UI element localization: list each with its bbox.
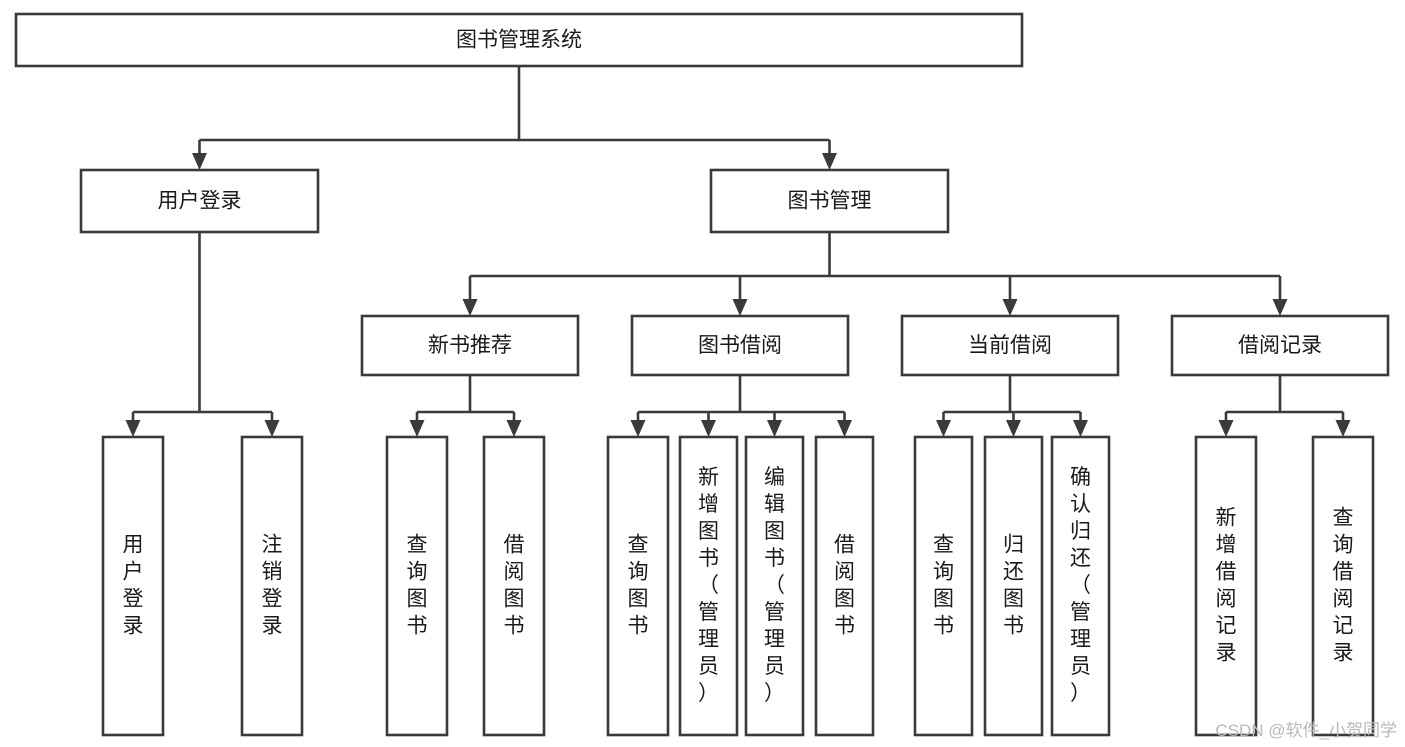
edge-group-book-manage — [462, 232, 1288, 316]
node-label-leaf-borrow-book-2: 借阅图书 — [834, 533, 855, 637]
node-box-leaf-add-record[interactable] — [1194, 435, 1258, 737]
node-current-borrow[interactable]: 当前借阅 — [900, 314, 1120, 377]
node-leaf-borrow-book-2[interactable]: 借阅图书 — [814, 435, 875, 737]
node-leaf-edit-book[interactable]: 编辑图书（管理员） — [744, 435, 805, 737]
node-box-new-book-rec[interactable] — [360, 314, 580, 377]
node-box-leaf-borrow-book-1[interactable] — [482, 435, 546, 737]
node-box-leaf-user-login[interactable] — [101, 435, 165, 737]
node-box-current-borrow[interactable] — [900, 314, 1120, 377]
node-label-user-login: 用户登录 — [158, 190, 242, 213]
node-leaf-query-book-1[interactable]: 查询图书 — [385, 435, 449, 737]
node-label-leaf-query-book-3: 查询图书 — [933, 533, 954, 637]
node-label-leaf-return-book: 归还图书 — [1003, 533, 1024, 637]
node-leaf-user-login[interactable]: 用户登录 — [101, 435, 165, 737]
node-label-leaf-add-record: 新增借阅记录 — [1216, 506, 1237, 664]
node-leaf-query-book-3[interactable]: 查询图书 — [913, 435, 974, 737]
node-leaf-confirm-return[interactable]: 确认归还（管理员） — [1050, 435, 1111, 737]
edge-group-book-borrow — [630, 375, 852, 437]
node-box-leaf-confirm-return[interactable] — [1050, 435, 1111, 737]
node-leaf-add-book[interactable]: 新增图书（管理员） — [678, 435, 739, 737]
node-user-login[interactable]: 用户登录 — [79, 168, 320, 234]
node-root[interactable]: 图书管理系统 — [14, 12, 1024, 68]
node-box-leaf-return-book[interactable] — [983, 435, 1044, 737]
node-box-user-login[interactable] — [79, 168, 320, 234]
node-label-leaf-edit-book: 编辑图书（管理员） — [764, 466, 785, 705]
node-borrow-record[interactable]: 借阅记录 — [1170, 314, 1390, 377]
edge-group-borrow-record — [1218, 375, 1351, 437]
edge-group-new-book-rec — [409, 375, 522, 437]
node-label-book-borrow: 图书借阅 — [698, 334, 782, 357]
edge-group-current-borrow — [936, 375, 1088, 437]
node-label-leaf-borrow-book-1: 借阅图书 — [504, 533, 525, 637]
node-label-leaf-confirm-return: 确认归还（管理员） — [1070, 466, 1091, 705]
node-label-leaf-user-login: 用户登录 — [123, 533, 144, 637]
node-box-leaf-query-book-3[interactable] — [913, 435, 974, 737]
node-box-book-borrow[interactable] — [630, 314, 850, 377]
edge-layer — [125, 66, 1351, 437]
node-box-leaf-query-book-1[interactable] — [385, 435, 449, 737]
node-label-leaf-query-record: 查询借阅记录 — [1333, 506, 1354, 664]
node-box-leaf-query-book-2[interactable] — [606, 435, 670, 737]
edge-group-user-login — [125, 232, 280, 437]
node-label-leaf-add-book: 新增图书（管理员） — [698, 466, 719, 705]
node-book-borrow[interactable]: 图书借阅 — [630, 314, 850, 377]
node-leaf-borrow-book-1[interactable]: 借阅图书 — [482, 435, 546, 737]
edge-group-root — [192, 66, 837, 170]
node-leaf-user-logout[interactable]: 注销登录 — [240, 435, 304, 737]
node-label-book-manage: 图书管理 — [788, 190, 872, 213]
node-leaf-return-book[interactable]: 归还图书 — [983, 435, 1044, 737]
node-leaf-query-book-2[interactable]: 查询图书 — [606, 435, 670, 737]
node-label-current-borrow: 当前借阅 — [968, 334, 1052, 357]
node-box-borrow-record[interactable] — [1170, 314, 1390, 377]
node-box-leaf-query-record[interactable] — [1311, 435, 1375, 737]
node-label-new-book-rec: 新书推荐 — [428, 334, 512, 357]
node-leaf-add-record[interactable]: 新增借阅记录 — [1194, 435, 1258, 737]
node-label-leaf-query-book-2: 查询图书 — [628, 533, 649, 637]
node-box-leaf-add-book[interactable] — [678, 435, 739, 737]
node-box-root[interactable] — [14, 12, 1024, 68]
node-leaf-query-record[interactable]: 查询借阅记录 — [1311, 435, 1375, 737]
node-label-leaf-query-book-1: 查询图书 — [407, 533, 428, 637]
node-book-manage[interactable]: 图书管理 — [709, 168, 950, 234]
node-label-root: 图书管理系统 — [456, 29, 582, 52]
node-box-leaf-edit-book[interactable] — [744, 435, 805, 737]
node-label-borrow-record: 借阅记录 — [1238, 334, 1322, 357]
node-box-leaf-user-logout[interactable] — [240, 435, 304, 737]
node-layer: 图书管理系统用户登录图书管理新书推荐图书借阅当前借阅借阅记录用户登录注销登录查询… — [14, 12, 1390, 737]
node-label-leaf-user-logout: 注销登录 — [262, 533, 283, 637]
node-new-book-rec[interactable]: 新书推荐 — [360, 314, 580, 377]
node-box-book-manage[interactable] — [709, 168, 950, 234]
node-box-leaf-borrow-book-2[interactable] — [814, 435, 875, 737]
